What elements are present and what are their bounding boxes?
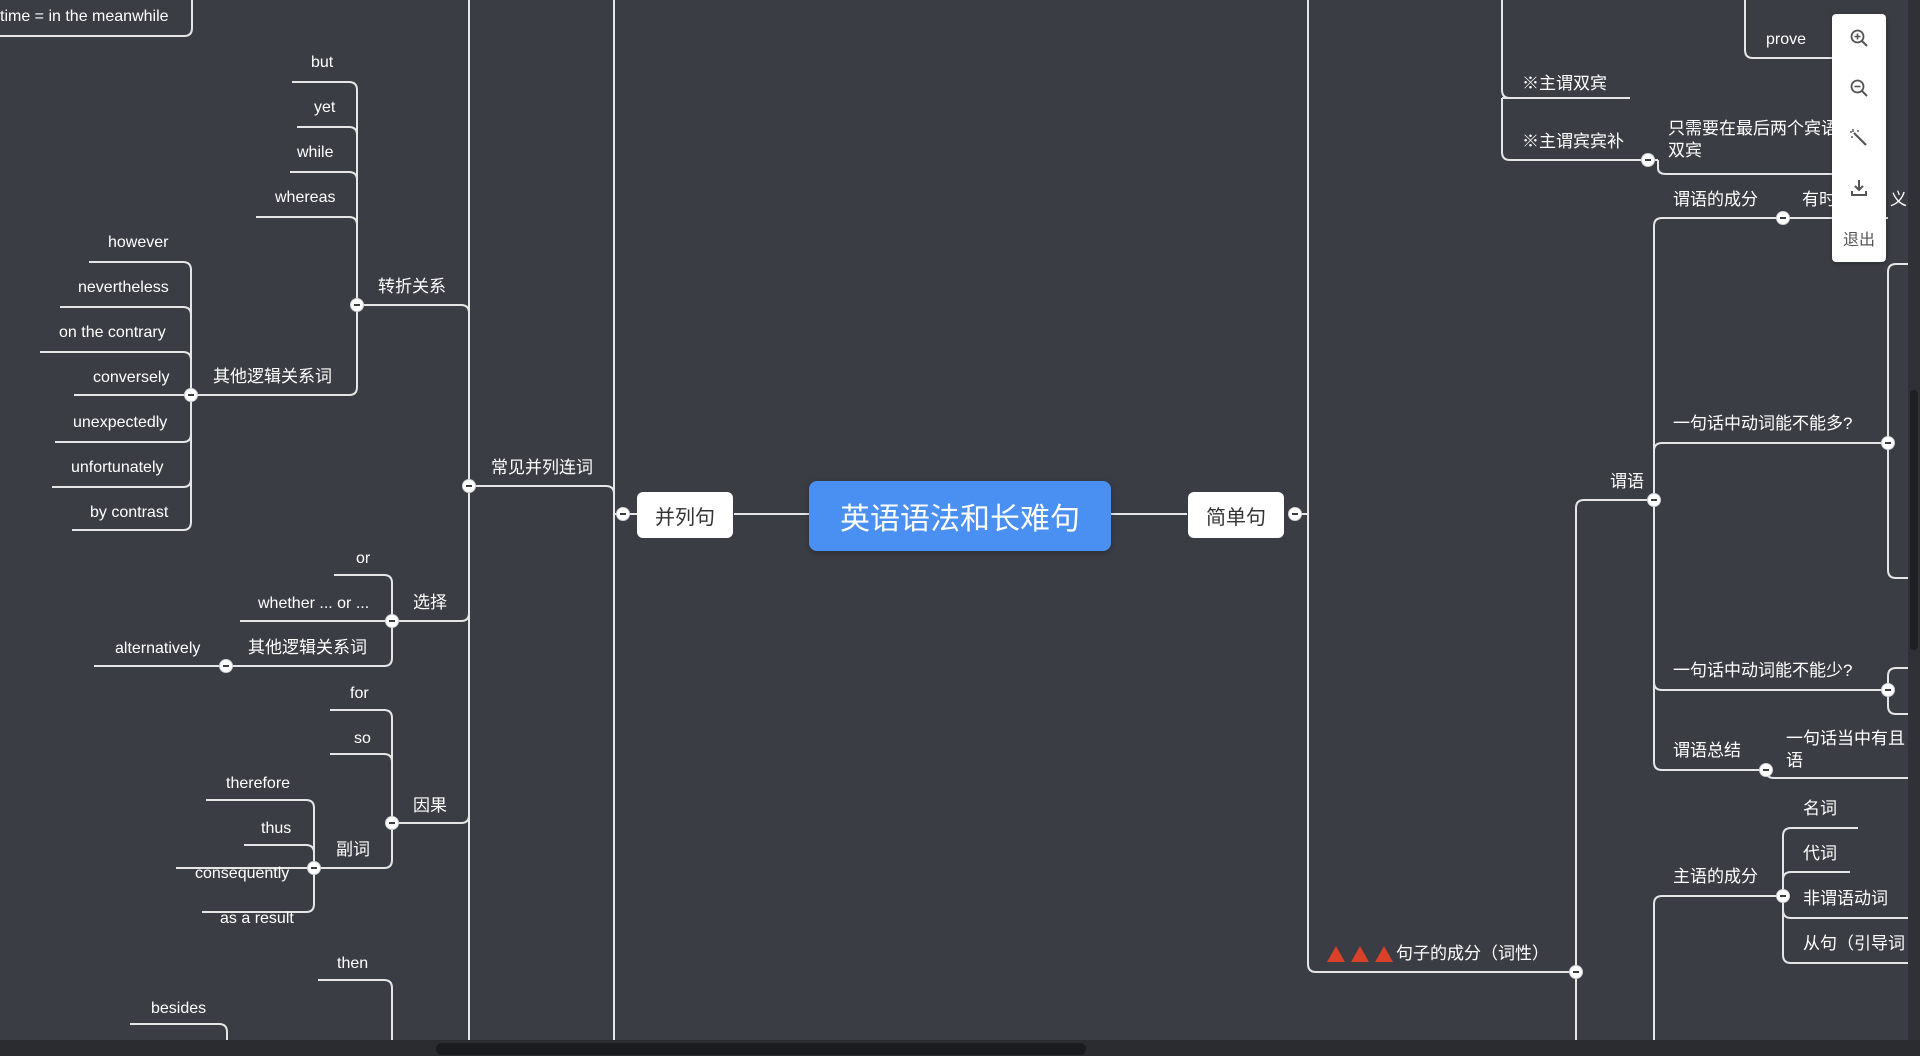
warning-triangle-icon [1375,946,1393,962]
predicate-components-note-text: 有时 [1802,190,1836,209]
horizontal-scrollbar[interactable] [0,1040,1920,1056]
item-besides[interactable]: besides [151,1000,207,1017]
vertical-scrollbar[interactable] [1908,0,1920,1040]
item-for[interactable]: for [350,685,369,702]
download-button[interactable] [1832,168,1886,208]
svoc-node[interactable]: ※主谓宾宾补 [1522,132,1624,151]
adverb-node[interactable]: 副词 [336,840,370,859]
svoc-note-line2: 双宾 [1668,141,1702,160]
predicate-components-note-tail: 义 [1890,190,1907,209]
zoom-out-icon [1850,79,1868,97]
collapse-toggle-simple[interactable] [1288,507,1302,521]
subject-item-nonfinite[interactable]: 非谓语动词 [1803,889,1888,908]
predicate-summary-node[interactable]: 谓语总结 [1673,741,1741,760]
download-icon [1851,180,1867,196]
fewer-verbs-node[interactable]: 一句话中动词能不能少? [1673,661,1853,680]
subject-item-clause[interactable]: 从句（引导词 [1803,934,1905,953]
collapse-toggle-fewer-verbs[interactable] [1881,683,1895,697]
item-whereas[interactable]: whereas [275,189,336,206]
item-on-the-contrary[interactable]: on the contrary [59,324,166,341]
collapse-toggle-conjunctions[interactable] [462,479,476,493]
collapse-toggle-predicate-components[interactable] [1776,211,1790,225]
conjunctions-node[interactable]: 常见并列连词 [491,458,593,477]
item-by-contrast[interactable]: by contrast [90,504,169,521]
collapse-toggle-more-verbs[interactable] [1881,436,1895,450]
predicate-node[interactable]: 谓语 [1610,472,1644,491]
item-consequently[interactable]: consequently [195,865,290,882]
cause-node[interactable]: 因果 [413,796,447,815]
subject-item-noun[interactable]: 名词 [1803,799,1837,818]
warning-triangle-icon [1327,946,1345,962]
collapse-toggle-coordinate[interactable] [616,507,630,521]
item-conversely[interactable]: conversely [93,369,170,386]
zoom-in-button[interactable] [1832,18,1886,58]
collapse-toggle-choice[interactable] [385,614,399,628]
warning-triangle-icon [1351,946,1369,962]
svoo-node[interactable]: ※主谓双宾 [1522,74,1607,93]
coordinate-sentence-node[interactable]: 并列句 [637,492,733,538]
svoc-note-line1: 只需要在最后两个宾语 [1668,119,1838,138]
exit-button[interactable]: 退出 [1842,232,1875,249]
item-nevertheless[interactable]: nevertheless [78,279,169,296]
vertical-scroll-thumb[interactable] [1910,390,1918,650]
choice-other-logic-node[interactable]: 其他逻辑关系词 [248,638,367,657]
collapse-toggle-contrast[interactable] [350,298,364,312]
item-then[interactable]: then [337,955,369,972]
more-verbs-node[interactable]: 一句话中动词能不能多? [1673,414,1853,433]
predicate-summary-note[interactable]: 一句话当中有且 语 [1786,728,1905,772]
item-as-a-result[interactable]: as a result [220,910,294,927]
collapse-toggle-svoc[interactable] [1641,153,1655,167]
cut-off-item[interactable]: time = in the meanwhile [0,8,169,25]
contrast-node[interactable]: 转折关系 [378,277,446,296]
subject-components-node[interactable]: 主语的成分 [1673,867,1758,886]
subject-item-pronoun[interactable]: 代词 [1803,844,1837,863]
collapse-toggle-sentence-components[interactable] [1569,965,1583,979]
predicate-components-node[interactable]: 谓语的成分 [1673,190,1758,209]
collapse-toggle-choice-other[interactable] [219,659,233,673]
item-prove[interactable]: prove [1766,31,1807,48]
simple-sentence-node[interactable]: 简单句 [1188,492,1284,538]
item-but[interactable]: but [311,54,334,71]
item-yet[interactable]: yet [314,99,336,116]
item-alternatively[interactable]: alternatively [115,640,201,657]
zoom-in-icon [1850,29,1868,47]
other-logic-words-node[interactable]: 其他逻辑关系词 [213,367,332,386]
item-or[interactable]: or [356,550,371,567]
collapse-toggle-cause[interactable] [385,816,399,830]
zoom-toolbar: 退出 [1832,14,1886,262]
item-so[interactable]: so [354,730,371,747]
sentence-components-node[interactable]: 句子的成分（词性） [1396,944,1549,963]
item-while[interactable]: while [297,144,334,161]
collapse-toggle-predicate-summary[interactable] [1759,763,1773,777]
item-thus[interactable]: thus [261,820,292,837]
item-however[interactable]: however [108,234,169,251]
root-node[interactable]: 英语语法和长难句 [809,481,1111,551]
choice-node[interactable]: 选择 [413,593,447,612]
magic-wand-button[interactable] [1832,118,1886,158]
item-unfortunately[interactable]: unfortunately [71,459,164,476]
predicate-summary-note-line2: 语 [1786,751,1803,770]
magic-wand-icon [1850,129,1867,146]
collapse-toggle-adverb[interactable] [307,861,321,875]
item-whether-or[interactable]: whether ... or ... [258,595,370,612]
item-unexpectedly[interactable]: unexpectedly [73,414,168,431]
predicate-summary-note-line1: 一句话当中有且 [1786,729,1905,748]
zoom-out-button[interactable] [1832,68,1886,108]
predicate-components-note[interactable]: 有时 义 [1802,189,1907,211]
collapse-toggle-predicate[interactable] [1647,493,1661,507]
item-therefore[interactable]: therefore [226,775,291,792]
collapse-toggle-subject-components[interactable] [1776,889,1790,903]
collapse-toggle-other-logic[interactable] [184,388,198,402]
horizontal-scroll-thumb[interactable] [436,1043,1086,1055]
